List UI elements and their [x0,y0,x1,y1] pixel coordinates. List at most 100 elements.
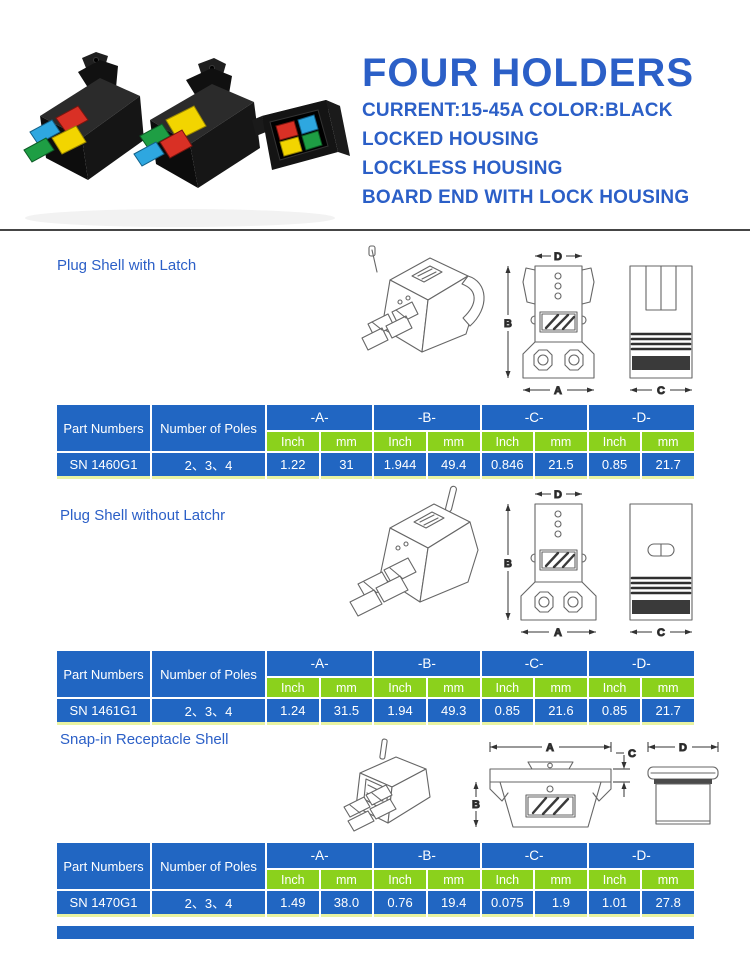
section-heading-plug-shell-with-latch: Plug Shell with Latch [57,257,197,274]
value-d-inch: 1.01 [588,891,641,914]
col-header-part-numbers: Part Numbers [57,651,150,697]
part-number-cell: SN 1470G1 [57,891,150,914]
dim-group-b: -B- [374,843,480,868]
col-header-part-numbers: Part Numbers [57,405,150,451]
svg-text:C: C [657,627,665,639]
value-b-mm: 19.4 [427,891,480,914]
unit-header-mm: mm [535,678,587,697]
section-heading-snap-in-receptacle: Snap-in Receptacle Shell [60,731,229,748]
value-b-inch: 1.944 [374,453,426,476]
col-header-part-numbers: Part Numbers [57,843,150,889]
subtitle-current-color: CURRENT:15-45A COLOR:BLACK [362,100,673,121]
unit-header-mm: mm [535,870,587,889]
value-c-inch: 0.846 [481,453,534,476]
value-b-mm: 49.3 [427,699,480,722]
svg-text:D: D [554,251,562,263]
svg-text:C: C [628,748,636,760]
unit-header-inch: Inch [267,678,319,697]
value-d-mm: 21.7 [642,453,694,476]
svg-text:D: D [679,742,687,754]
unit-header-mm: mm [320,678,373,697]
value-a-mm: 38.0 [320,891,373,914]
col-header-number-of-poles: Number of Poles [152,651,265,697]
unit-header-inch: Inch [267,432,319,451]
dim-group-d: -D- [588,843,694,868]
svg-text:A: A [546,742,554,754]
svg-text:B: B [472,799,480,811]
value-b-mm: 49.4 [427,453,480,476]
value-a-inch: 1.22 [267,453,319,476]
svg-text:D: D [554,489,562,501]
value-c-inch: 0.85 [481,699,534,722]
subtitle-lockless-housing: LOCKLESS HOUSING [362,158,563,179]
value-b-inch: 1.94 [374,699,426,722]
title-block: FOUR HOLDERS CURRENT:15-45A COLOR:BLACK … [362,50,747,212]
col-header-number-of-poles: Number of Poles [152,405,265,451]
svg-text:B: B [504,318,512,330]
value-d-mm: 27.8 [642,891,694,914]
spec-table-plug-shell-without-latch: Part Numbers Number of Poles -A- -B- -C-… [57,651,694,722]
dim-group-b: -B- [374,651,480,676]
spec-table-snap-in-receptacle: Part Numbers Number of Poles -A- -B- -C-… [57,843,694,914]
value-d-inch: 0.85 [588,453,641,476]
unit-header-inch: Inch [588,678,641,697]
unit-header-inch: Inch [481,432,534,451]
dim-group-d: -D- [588,651,694,676]
col-header-number-of-poles: Number of Poles [152,843,265,889]
unit-header-mm: mm [642,870,694,889]
footer-bar [57,926,694,939]
subtitle-board-end: BOARD END WITH LOCK HOUSING [362,187,690,208]
dim-group-c: -C- [481,651,587,676]
value-b-inch: 0.76 [374,891,426,914]
dim-group-a: -A- [267,651,373,676]
unit-header-mm: mm [535,432,587,451]
unit-header-mm: mm [642,432,694,451]
unit-header-mm: mm [427,870,480,889]
connector-photo-2 [133,58,260,188]
dim-group-a: -A- [267,405,373,430]
value-c-mm: 21.6 [535,699,587,722]
subtitle-locked-housing: LOCKED HOUSING [362,129,539,150]
connector-photo-1 [23,52,144,180]
svg-text:B: B [504,558,512,570]
part-number-cell: SN 1461G1 [57,699,150,722]
page-title: FOUR HOLDERS [362,51,694,95]
dim-group-c: -C- [481,843,587,868]
value-c-mm: 21.5 [535,453,587,476]
svg-text:A: A [554,385,562,397]
unit-header-inch: Inch [588,870,641,889]
value-a-mm: 31 [320,453,373,476]
section-heading-plug-shell-without-latch: Plug Shell without Latchr [60,507,226,524]
value-d-mm: 21.7 [642,699,694,722]
unit-header-inch: Inch [481,678,534,697]
spec-table-plug-shell-with-latch: Part Numbers Number of Poles -A- -B- -C-… [57,405,694,476]
drawing-plug-shell-with-latch: D B A C [361,245,693,398]
connector-photo-3 [252,100,350,170]
value-a-inch: 1.24 [267,699,319,722]
value-a-inch: 1.49 [267,891,319,914]
part-number-cell: SN 1460G1 [57,453,150,476]
unit-header-mm: mm [642,678,694,697]
poles-cell: 2、3、4 [152,891,265,914]
unit-header-mm: mm [427,432,480,451]
dim-group-c: -C- [481,405,587,430]
value-c-mm: 1.9 [535,891,587,914]
svg-text:C: C [657,385,665,397]
drawing-plug-shell-without-latch: D B A C [349,485,693,640]
unit-header-mm: mm [427,678,480,697]
unit-header-inch: Inch [267,870,319,889]
product-photo [23,52,350,227]
dim-group-a: -A- [267,843,373,868]
section-divider [0,229,750,231]
dim-group-d: -D- [588,405,694,430]
poles-cell: 2、3、4 [152,453,265,476]
unit-header-inch: Inch [588,432,641,451]
unit-header-mm: mm [320,870,373,889]
unit-header-inch: Inch [374,432,426,451]
dim-group-b: -B- [374,405,480,430]
unit-header-inch: Inch [374,870,426,889]
value-c-inch: 0.075 [481,891,534,914]
svg-text:A: A [554,627,562,639]
unit-header-mm: mm [320,432,373,451]
value-a-mm: 31.5 [320,699,373,722]
